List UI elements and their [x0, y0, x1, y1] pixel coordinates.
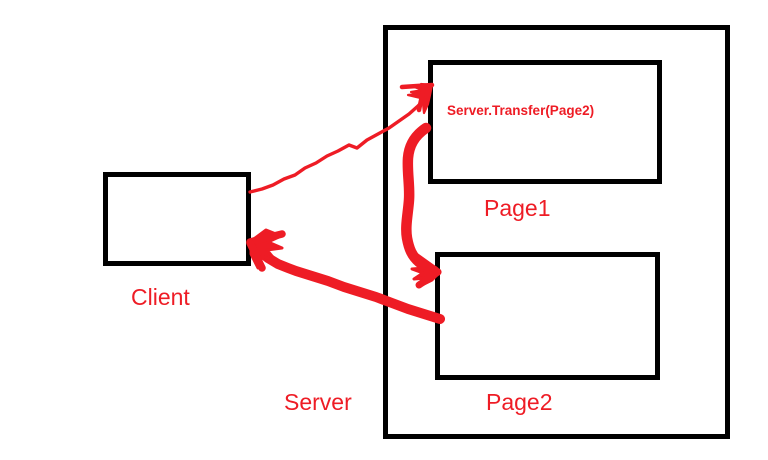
page2-label: Page2 — [486, 389, 553, 415]
page1-box — [428, 60, 662, 184]
server-label: Server — [284, 389, 352, 415]
page1-label: Page1 — [484, 195, 551, 221]
client-box — [103, 172, 251, 266]
page2-box — [435, 252, 660, 380]
client-label: Client — [131, 284, 190, 310]
server-transfer-annotation: Server.Transfer(Page2) — [447, 103, 595, 118]
